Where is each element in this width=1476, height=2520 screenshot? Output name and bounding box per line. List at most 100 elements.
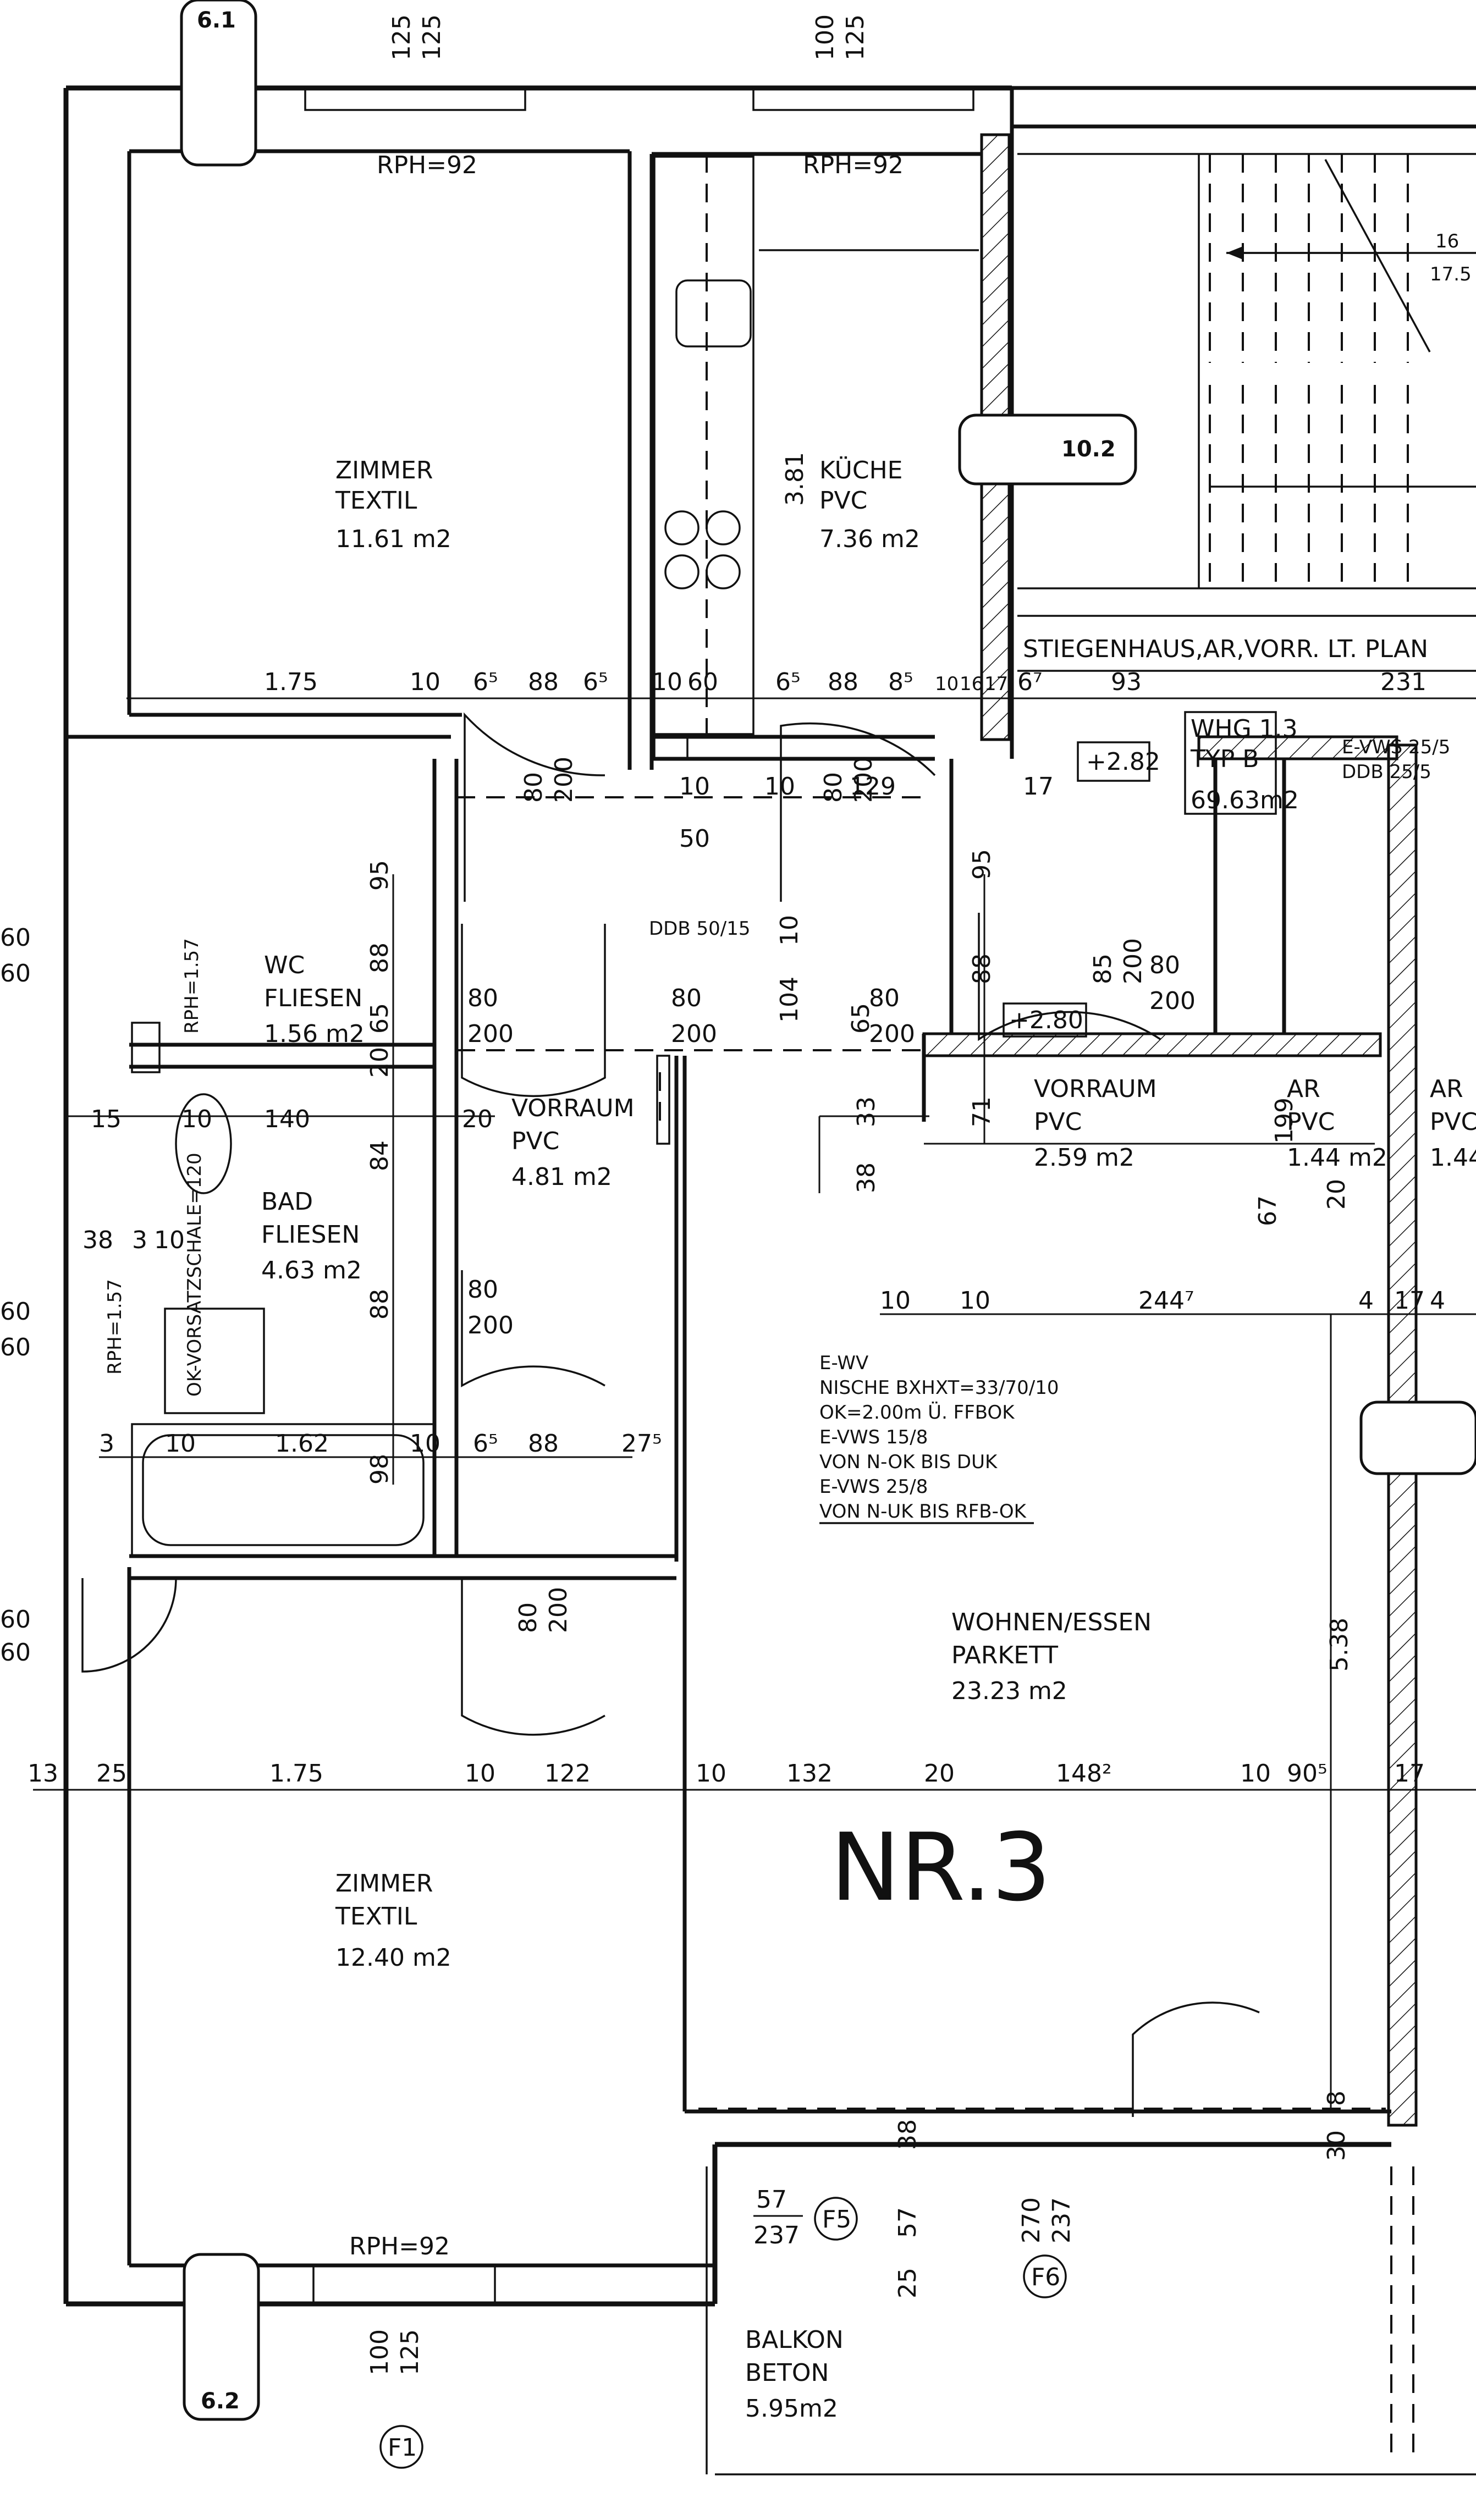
tag-f1: F1	[388, 2434, 417, 2462]
f6-bot: 237	[1048, 2197, 1076, 2243]
ewv-line-4: VON N-OK BIS DUK	[819, 1451, 998, 1473]
door-85-h: 200	[1119, 938, 1147, 984]
room-ar-2: AR PVC 1.44	[1430, 1075, 1476, 1172]
room-bad: OK-VORSATZSCHALE=120 RPH=1.57 BAD FLIESE…	[104, 1153, 362, 1397]
dim-row1-o: 93	[1111, 668, 1142, 696]
dim-row1-m: 17	[984, 673, 1008, 695]
dim-row5-b: 25	[96, 1760, 127, 1788]
dim-vorraum-a: 95	[366, 860, 394, 891]
dim-topwin1-a: 125	[388, 14, 416, 60]
dim-row3-b: 10	[960, 1287, 990, 1315]
dim-vorraum-f: 88	[366, 1289, 394, 1320]
dim-kitchen-d: 129	[850, 773, 896, 801]
dimension-lines	[33, 697, 1476, 2111]
rph-label: RPH=92	[377, 151, 477, 179]
dim-row2-a: 15	[91, 1105, 122, 1133]
elevation-box-282	[1077, 741, 1150, 782]
dim-row3-e: 17	[1394, 1287, 1425, 1315]
dim-row1-d: 88	[528, 668, 559, 696]
room-area: 1.44 m2	[1287, 1144, 1387, 1172]
dim-row5-e: 122	[544, 1760, 591, 1788]
tag-right-box	[1359, 1400, 1476, 1475]
dim-row4-a: 3	[99, 1430, 114, 1458]
f5-top: 57	[756, 2186, 787, 2214]
dim-right-f: 71	[968, 1096, 996, 1127]
room-floor: BETON	[745, 2359, 829, 2387]
door-ar-h: 200	[1149, 987, 1196, 1015]
ddb-note: DDB 50/15	[649, 918, 750, 940]
dim-left-small-b: 3	[132, 1226, 147, 1254]
dim-row5-c: 1.75	[269, 1760, 323, 1788]
dim-row1-g: 60	[687, 668, 718, 696]
dim-row1-l: 16	[960, 673, 983, 695]
dim-row1-i: 88	[828, 668, 858, 696]
dim-row1-b: 10	[410, 668, 440, 696]
dim-center-a: 104	[775, 977, 803, 1023]
dim-misc-30: 30	[1323, 2130, 1351, 2161]
dim-right-d: 33	[852, 1096, 880, 1127]
room-area: 23.23 m2	[951, 1677, 1067, 1705]
whg-line1: WHG 1.3	[1191, 715, 1298, 743]
dim-left-3: 60	[0, 1298, 31, 1326]
tag-10-2: 10.2	[1061, 437, 1116, 462]
rph-label: RPH=1.57	[104, 1279, 126, 1375]
rph-label: RPH=1.57	[181, 938, 203, 1034]
dim-right-a: 199	[1270, 1098, 1298, 1144]
dim-row4-b: 10	[165, 1430, 196, 1458]
room-vorraum-right: VORRAUM PVC 2.59 m2	[1034, 1075, 1157, 1172]
dim-row4-f: 88	[528, 1430, 559, 1458]
dim-row5-d: 10	[465, 1760, 495, 1788]
dim-row5-l: 17	[1394, 1760, 1425, 1788]
dim-row5-g: 132	[786, 1760, 833, 1788]
room-name: VORRAUM	[1034, 1075, 1157, 1103]
tag-10-2-box	[958, 413, 1137, 486]
dashed-lines	[456, 796, 1386, 2110]
balkon-dims: 57 237 270 237 57 25	[753, 2186, 1076, 2298]
f6-top: 270	[1017, 2197, 1045, 2243]
stair-tread: 17.5	[1430, 263, 1472, 285]
tag-f5: F5	[822, 2205, 851, 2234]
dim-left-small-c: 10	[154, 1226, 185, 1254]
whg-line2: TYP B	[1190, 745, 1259, 773]
dimension-texts: 1.75 10 6⁵ 88 6⁵ 10 60 6⁵ 88 8⁵ 10 16 17…	[0, 14, 1445, 2375]
door-labels: 80 200 80 200 80 200 80 200 80 200 80 20…	[467, 757, 1196, 1633]
room-kueche: RPH=92 KÜCHE PVC 7.36 m2	[803, 151, 920, 553]
ewv-note: E-WV NISCHE BXHXT=33/70/10 OK=2.00m Ü. F…	[819, 1352, 1059, 1524]
dim-topwin2-a: 100	[811, 14, 839, 60]
dim-row3-c: 244⁷	[1138, 1287, 1194, 1315]
dim-row2-b: 10	[181, 1105, 212, 1133]
dim-topwin2-b: 125	[841, 14, 869, 60]
room-balkon: BALKON BETON 5.95m2	[745, 2326, 844, 2423]
tag-6-1: 6.1	[197, 8, 236, 33]
ewv-line-3: E-VWS 15/8	[819, 1426, 928, 1448]
dim-center-e: 95	[968, 849, 996, 880]
door-kueche-h: 200	[550, 757, 578, 803]
tag-f6-circle	[1023, 2254, 1067, 2298]
dim-vorraum-d: 20	[366, 1047, 394, 1078]
whg-line3: 69.63m2	[1191, 786, 1299, 814]
dim-vorraum-e: 84	[366, 1140, 394, 1171]
dim-topwin1-b: 125	[418, 14, 446, 60]
room-wohnen: WOHNEN/ESSEN PARKETT 23.23 m2	[951, 1608, 1152, 1705]
door-z2-w: 80	[514, 1602, 542, 1633]
room-area: 1.56 m2	[264, 1020, 365, 1048]
room-name: BALKON	[745, 2326, 844, 2354]
dim-botwin-a: 100	[366, 2329, 394, 2375]
door-kueche-w: 80	[520, 772, 548, 803]
room-name: ZIMMER	[335, 456, 433, 484]
elevation-280: +2.80	[1009, 1006, 1083, 1034]
tag-6-2: 6.2	[201, 2389, 240, 2414]
room-zimmer-bottom: ZIMMER TEXTIL 12.40 m2 RPH=92	[335, 1870, 451, 2260]
room-floor: TEXTIL	[335, 1903, 417, 1931]
dim-center-b: 10	[775, 915, 803, 946]
evws-line2: DDB 25/5	[1342, 761, 1431, 783]
dim-row1-j: 8⁵	[888, 668, 913, 696]
ewv-line-6: VON N-UK BIS RFB-OK	[819, 1501, 1027, 1523]
tag-f5-circle	[814, 2197, 858, 2241]
ewv-line-2: OK=2.00m Ü. FFBOK	[819, 1401, 1015, 1424]
room-name: KÜCHE	[819, 456, 903, 484]
ewv-line-1: NISCHE BXHXT=33/70/10	[819, 1377, 1059, 1399]
dim-kitchen-c: 10	[764, 773, 795, 801]
apartment-number: NR.3	[830, 1813, 1051, 1922]
room-area: 2.59 m2	[1034, 1144, 1134, 1172]
